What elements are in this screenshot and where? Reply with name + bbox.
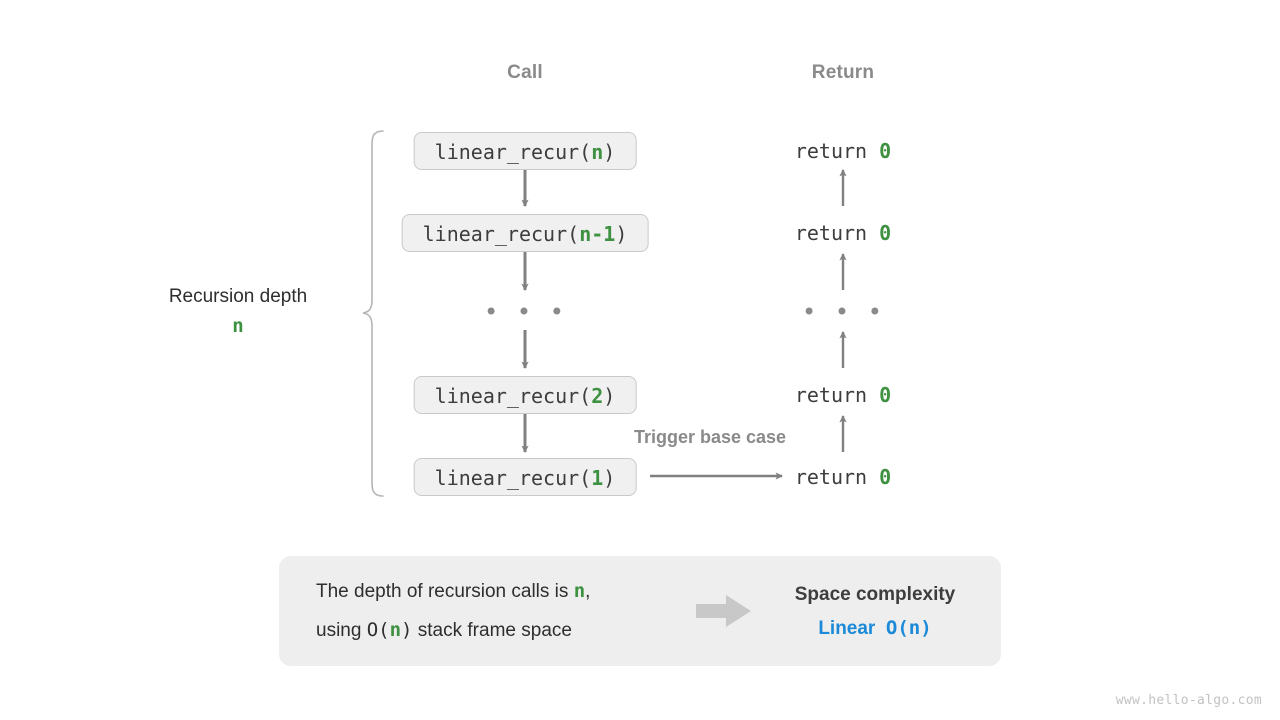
return-value: 0 (879, 383, 892, 407)
call-frame-suffix: ) (603, 384, 616, 408)
summary-result: Space complexity Linear O(n) (769, 578, 1001, 645)
summary-line-2: using O(n) stack frame space (316, 611, 679, 650)
return-keyword: return (794, 465, 868, 489)
recursion-depth-brace (362, 130, 384, 497)
summary-line-1: The depth of recursion calls is n, (316, 572, 679, 611)
call-frame-suffix: ) (603, 466, 616, 490)
summary-line2-var: n (389, 619, 402, 641)
call-frame-box: linear_recur(n-1) (401, 214, 649, 252)
call-frame-arg: 1 (591, 466, 604, 490)
call-frame-prefix: linear_recur( (434, 384, 592, 408)
space-complexity-value: Linear O(n) (769, 612, 981, 645)
call-frame-arg: 2 (591, 384, 604, 408)
summary-line2-bigo: O( (366, 619, 390, 641)
summary-line1-text: The depth of recursion calls is (316, 581, 574, 602)
return-ellipsis: • • • (801, 298, 885, 326)
return-value: 0 (879, 139, 892, 163)
call-frame-box: linear_recur(2) (413, 376, 637, 414)
call-frame-arg: n (591, 140, 604, 164)
summary-line2-text: using (316, 620, 367, 641)
return-keyword: return (794, 383, 868, 407)
recursion-depth-value: n (232, 315, 244, 337)
call-frame-suffix: ) (615, 222, 628, 246)
call-frame-box: linear_recur(n) (413, 132, 637, 170)
call-frame-suffix: ) (603, 140, 616, 164)
return-statement: return 0 (795, 458, 891, 496)
call-frame-prefix: linear_recur( (422, 222, 580, 246)
complexity-word: Linear (818, 617, 876, 639)
summary-line1-tail: , (585, 581, 591, 602)
summary-line1-var: n (573, 580, 586, 602)
right-block-arrow-icon (696, 595, 751, 627)
return-value: 0 (879, 465, 892, 489)
summary-line2-close: ) (401, 619, 413, 641)
call-frame-arg: n-1 (579, 222, 616, 246)
return-statement: return 0 (795, 214, 891, 252)
return-statement: return 0 (795, 132, 891, 170)
column-header-return: Return (811, 62, 875, 83)
recursion-depth-label: Recursion depth n (169, 284, 307, 342)
return-value: 0 (879, 221, 892, 245)
recursion-depth-text: Recursion depth (168, 286, 308, 307)
call-frame-prefix: linear_recur( (434, 466, 592, 490)
return-keyword: return (794, 139, 868, 163)
complexity-notation: O(n) (885, 616, 932, 639)
summary-arrow-slot (679, 594, 769, 628)
column-header-call: Call (507, 62, 543, 83)
return-keyword: return (794, 221, 868, 245)
call-frame-box: linear_recur(1) (413, 458, 637, 496)
watermark: www.hello-algo.com (1115, 693, 1262, 708)
summary-line2-tail: stack frame space (412, 620, 572, 641)
trigger-base-case-note: Trigger base case (633, 427, 787, 447)
summary-panel: The depth of recursion calls is n, using… (279, 556, 1001, 666)
call-frame-prefix: linear_recur( (434, 140, 592, 164)
summary-description: The depth of recursion calls is n, using… (279, 572, 679, 650)
return-statement: return 0 (795, 376, 891, 414)
space-complexity-title: Space complexity (794, 583, 956, 605)
call-ellipsis: • • • (483, 298, 567, 326)
